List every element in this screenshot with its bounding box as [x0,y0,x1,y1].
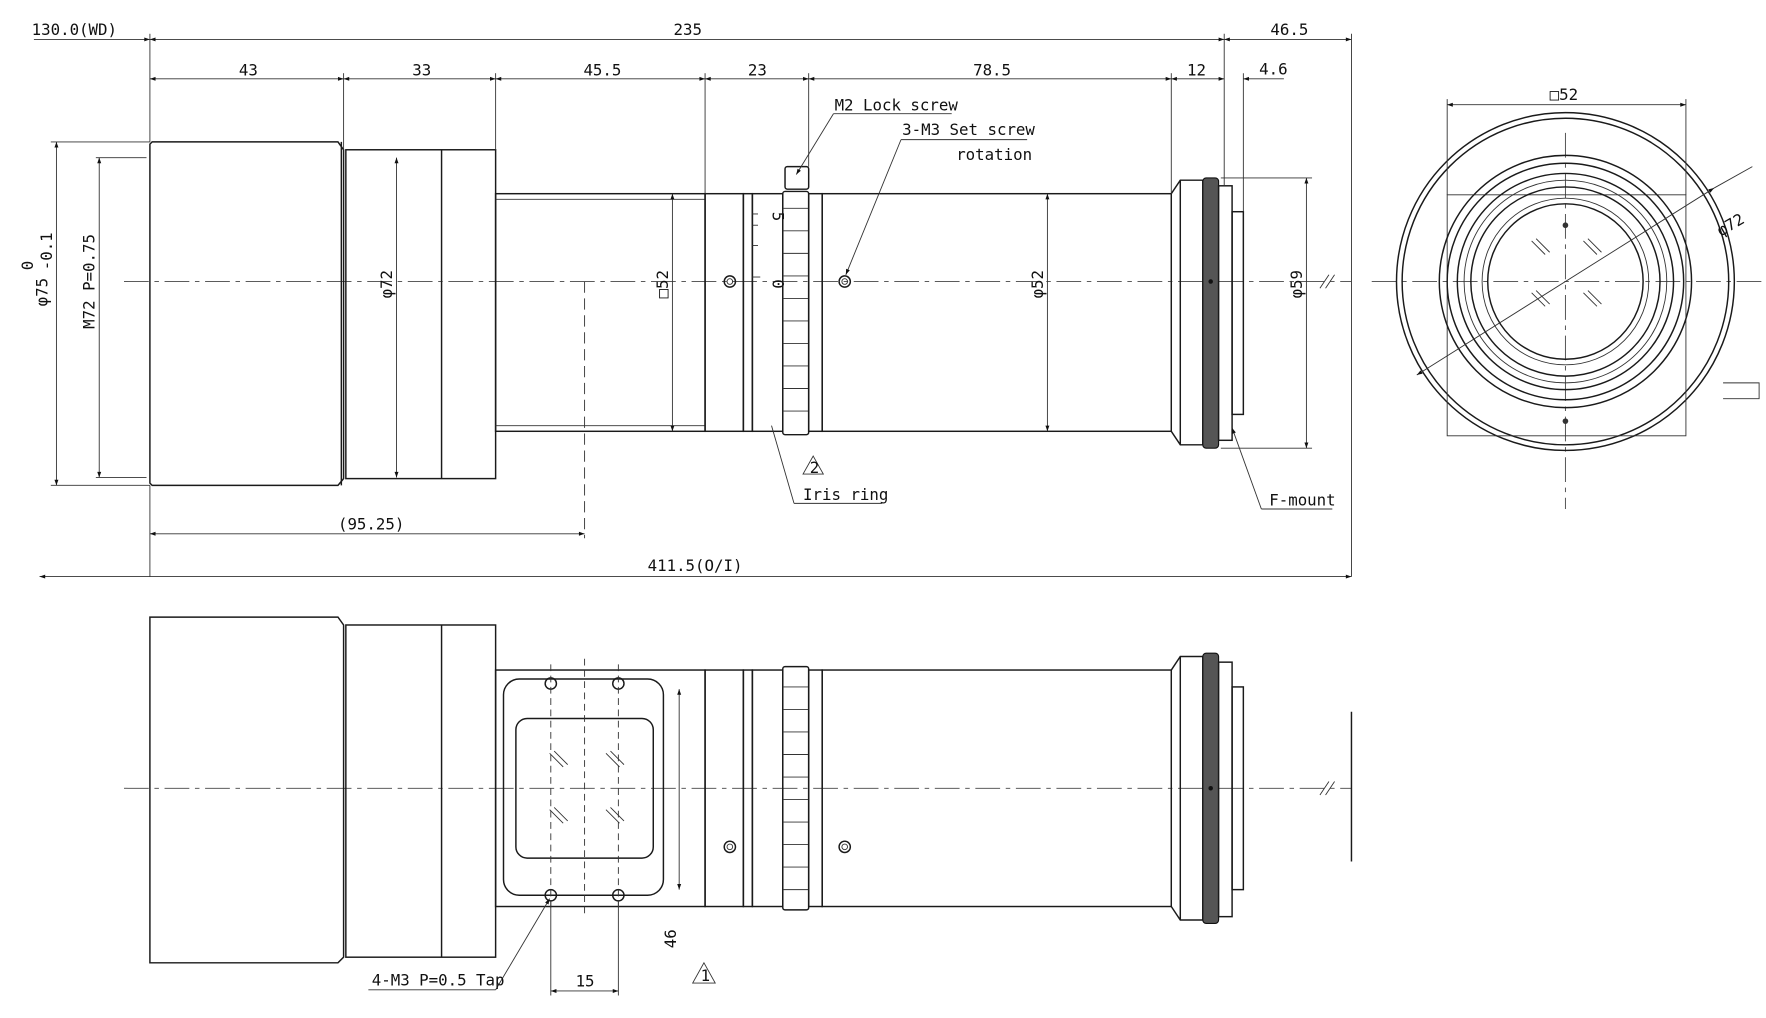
dim-45-5: 45.5 [583,60,621,79]
dim-411-5: 411.5(O/I) [648,556,743,575]
narrow-section [494,192,706,433]
dim-4-6: 4.6 [1259,59,1287,78]
break-mark-icon [1319,274,1335,289]
iris-scale [751,192,784,433]
iris-ring[interactable] [782,190,810,436]
dim-46-5: 46.5 [1270,20,1308,39]
dim-15: 15 [576,971,595,990]
dim-dia-75-tol-lower: -0.1 [37,232,56,270]
mount-lock-ring [1202,177,1220,449]
scale-label-top: 5 [769,212,788,221]
dim-46: 46 [661,929,680,948]
callout-lock-screw: M2 Lock screw [835,95,959,114]
lock-screw-end-icon [1723,382,1760,400]
f-mount-flange [1231,210,1245,416]
end-view: φ72 □52 [1371,85,1763,509]
glass-hatch-icon [549,750,625,824]
dim-33: 33 [412,60,431,79]
rear-flare [1170,179,1204,446]
dim-235: 235 [674,20,702,39]
end-dim-dia-72: φ72 [1713,209,1747,240]
callout-f-mount: F-mount [1269,491,1335,510]
dim-dia-75-tol-upper: 0 [18,261,37,270]
set-screw-icon [723,840,852,854]
callout-set-screw-rotation: rotation [956,145,1032,164]
dim-12: 12 [1187,60,1206,79]
dim-23: 23 [748,60,767,79]
break-mark-icon [1319,781,1335,796]
callout-set-screw: 3-M3 Set screw [902,120,1035,139]
dim-dia-72: φ72 [377,270,396,298]
dim-dia-52: φ52 [1028,270,1047,298]
callout-tap: 4-M3 P=0.5 Tap [372,970,505,989]
end-dim-sq-52: □52 [1550,85,1578,104]
dim-78-5: 78.5 [973,60,1011,79]
dim-95-25: (95.25) [338,514,404,533]
main-barrel [821,192,1173,433]
side-view: 5 0 [124,141,1352,487]
iris-ring-knurl [782,207,809,412]
side-dimensions: 130.0(WD) 235 46.5 43 33 45.5 23 78.5 12… [18,20,1352,579]
dim-wd: 130.0(WD) [32,20,117,39]
callouts: M2 Lock screw 3-M3 Set screw rotation 2 … [771,95,1336,510]
dim-m72-thread: M72 P=0.75 [80,234,99,329]
dim-43: 43 [239,60,258,79]
dim-sq-52: □52 [653,270,672,298]
lock-screw-knob[interactable] [784,165,810,190]
revision-triangle-2 [802,455,825,475]
bottom-view: 46 15 4-M3 P=0.5 Tap 1 [124,616,1353,996]
revision-triangle-1 [691,961,716,984]
front-barrel-bottom [149,616,345,964]
dim-dia-75: φ75 [32,278,51,306]
scale-label-zero: 0 [769,279,788,288]
second-barrel [345,149,497,480]
tap-note-number: 1 [701,966,710,985]
set-screw-icon [723,275,852,288]
iris-note-number: 2 [810,458,819,477]
front-barrel [149,141,345,487]
callout-iris-ring: Iris ring [803,485,888,504]
bracket-frame [502,678,665,896]
dim-dia-59: φ59 [1287,270,1306,298]
